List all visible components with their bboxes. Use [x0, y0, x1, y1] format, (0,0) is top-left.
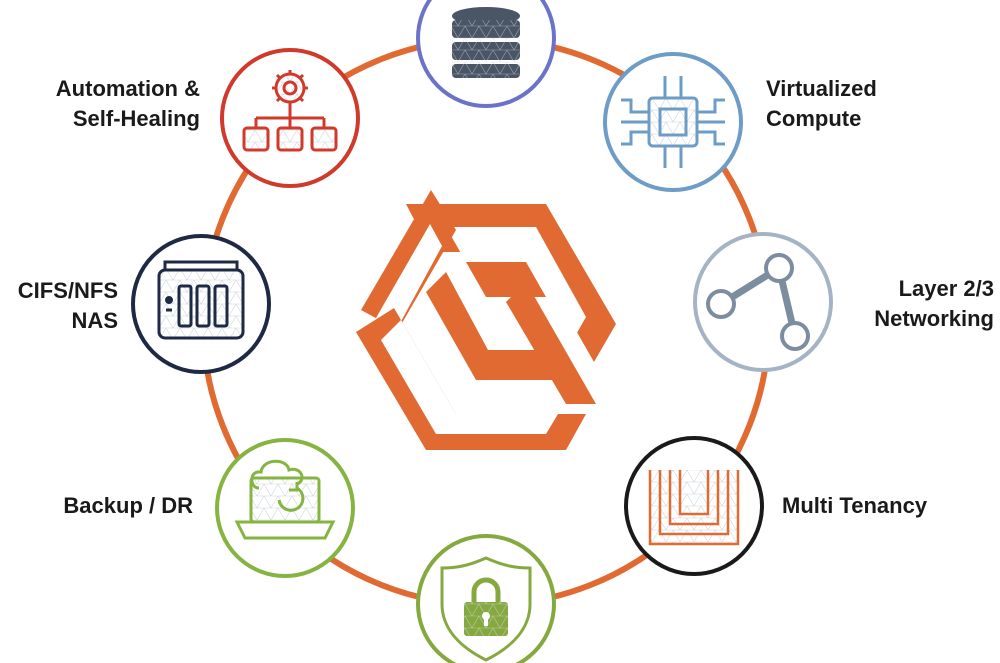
- label-backup: Backup / DR: [63, 491, 193, 521]
- multi-tenancy-icon: [648, 470, 740, 546]
- label-networking: Layer 2/3 Networking: [874, 274, 994, 334]
- node-backup: [215, 438, 355, 578]
- label-tenancy: Multi Tenancy: [782, 491, 927, 521]
- center-logo: [356, 190, 616, 450]
- node-nas: [131, 234, 271, 374]
- database-icon: [452, 7, 520, 78]
- label-tenancy-line1: Multi Tenancy: [782, 493, 928, 518]
- label-compute: Virtualized Compute: [766, 74, 877, 134]
- network-nodes-icon: [706, 253, 810, 351]
- label-automation: Automation & Self-Healing: [56, 74, 200, 134]
- nas-device-icon: [157, 260, 245, 340]
- label-automation-line1: Automation &: [55, 76, 200, 101]
- node-security: [416, 534, 556, 663]
- gear-hierarchy-icon: [242, 70, 338, 152]
- label-networking-line1: Layer 2/3: [898, 276, 994, 301]
- label-automation-line2: Self-Healing: [72, 106, 200, 131]
- node-storage: [416, 0, 556, 108]
- cloud-laptop-icon: [234, 459, 336, 540]
- label-nas-line2: NAS: [71, 308, 118, 333]
- label-compute-line1: Virtualized: [766, 76, 877, 101]
- shield-lock-icon: [440, 556, 532, 662]
- label-networking-line2: Networking: [874, 306, 994, 331]
- label-backup-line1: Backup / DR: [63, 493, 193, 518]
- node-tenancy: [624, 436, 764, 576]
- label-nas: CIFS/NFS NAS: [18, 276, 118, 336]
- cpu-chip-icon: [621, 76, 725, 168]
- node-compute: [603, 52, 743, 192]
- label-nas-line1: CIFS/NFS: [17, 278, 118, 303]
- node-automation: [220, 48, 360, 188]
- node-networking: [693, 232, 833, 372]
- label-compute-line2: Compute: [766, 106, 862, 131]
